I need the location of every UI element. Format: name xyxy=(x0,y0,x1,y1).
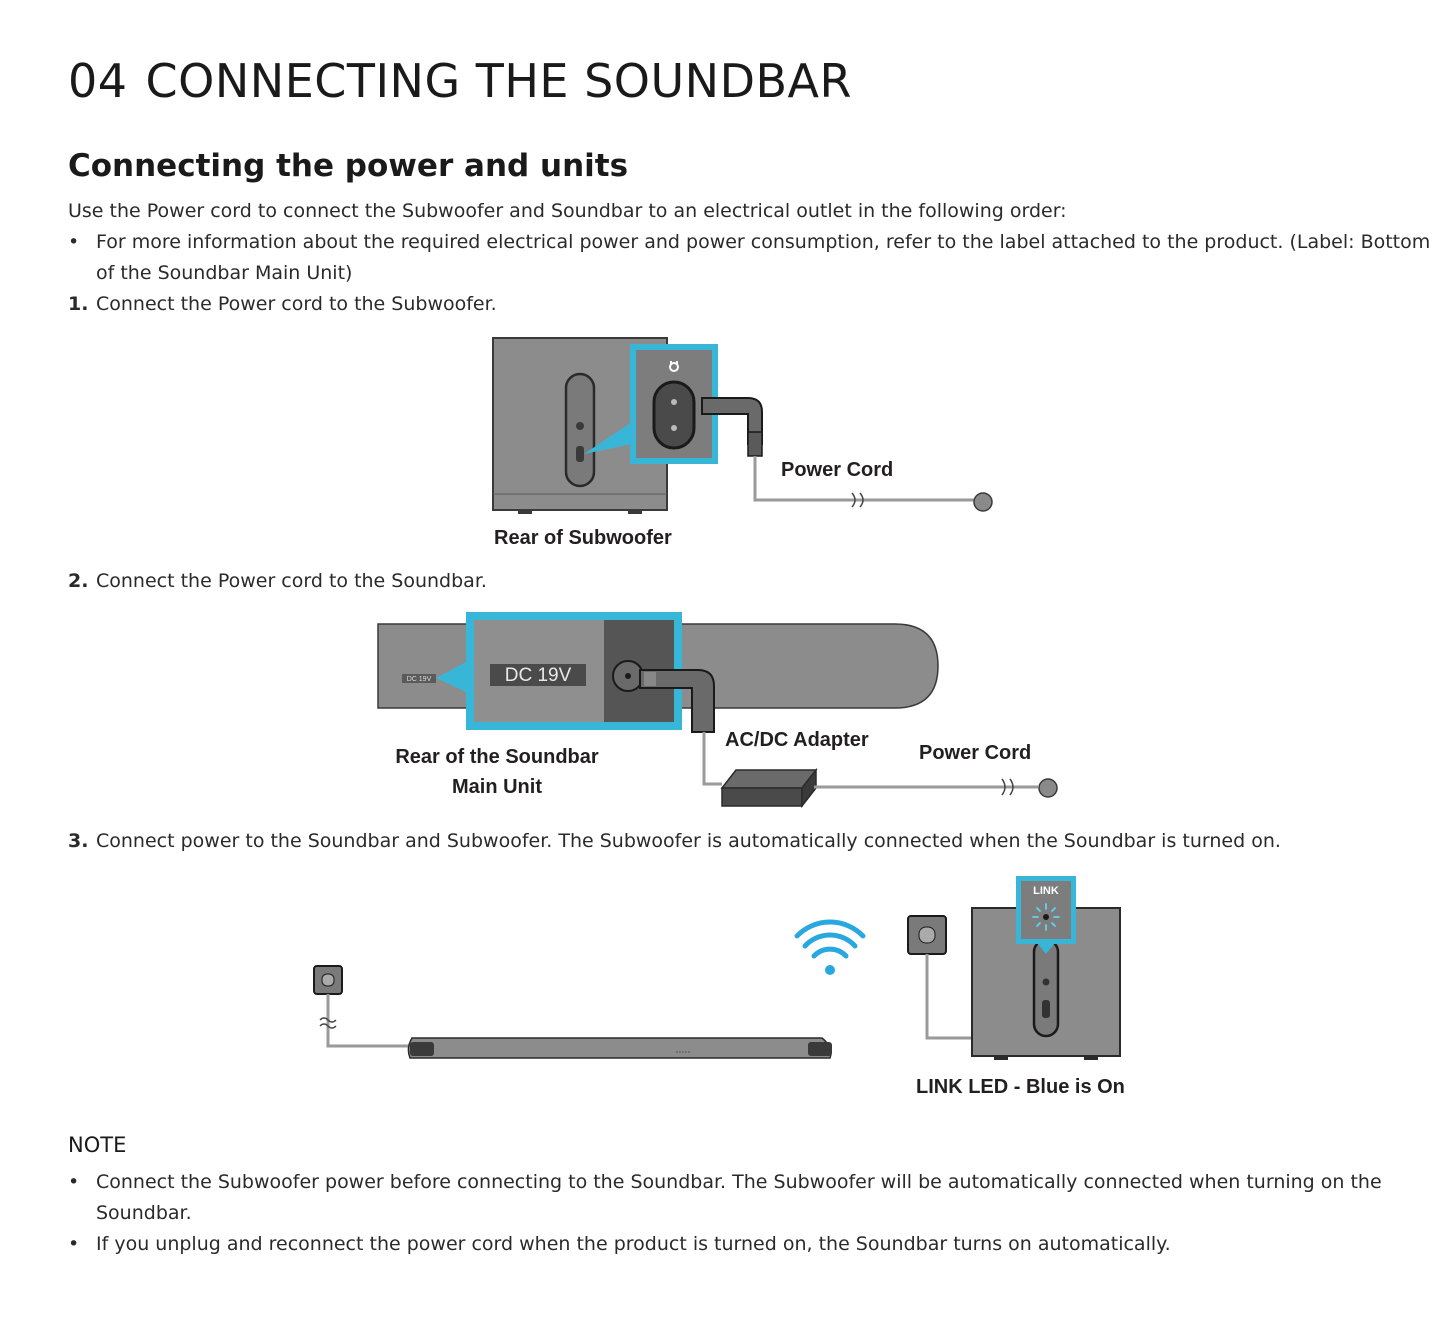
note-bullet-1-line2: Soundbar. xyxy=(96,1202,192,1224)
power-cord-label-2: Power Cord xyxy=(919,742,1032,764)
note-bullet-1-line1: Connect the Subwoofer power before conne… xyxy=(96,1171,1382,1193)
step-1-number: 1. xyxy=(68,293,89,315)
rear-of-soundbar-caption-2: Main Unit xyxy=(452,776,542,798)
note-bullet-dot-1: • xyxy=(68,1171,80,1193)
soundbar-illustration: DC 19V DC 19V xyxy=(377,612,1058,809)
link-illustration: LINK xyxy=(313,876,1121,1060)
bullet-dot: • xyxy=(68,231,80,253)
ac-dc-adapter-label: AC/DC Adapter xyxy=(725,729,869,751)
wifi-icon xyxy=(794,919,866,975)
subwoofer-power-diagram: Power Cord Rear of Subwoofer xyxy=(480,332,1020,557)
power-cord-label: Power Cord xyxy=(781,459,894,481)
section-title: Connecting the power and units xyxy=(68,148,629,184)
note-heading: NOTE xyxy=(68,1133,127,1157)
step-2-text: Connect the Power cord to the Soundbar. xyxy=(96,570,487,592)
dc-label-small: DC 19V xyxy=(407,676,432,683)
step-2-number: 2. xyxy=(68,570,89,592)
page-title: 04 CONNECTING THE SOUNDBAR xyxy=(68,54,852,108)
intro-text: Use the Power cord to connect the Subwoo… xyxy=(68,200,1067,222)
section-number: 04 xyxy=(68,54,128,108)
rear-of-subwoofer-caption: Rear of Subwoofer xyxy=(494,527,672,549)
page-title-text: CONNECTING THE SOUNDBAR xyxy=(145,54,852,108)
info-bullet-line1: For more information about the required … xyxy=(96,231,1431,253)
link-label: LINK xyxy=(1033,885,1059,897)
subwoofer-illustration xyxy=(492,337,993,514)
step-3-number: 3. xyxy=(68,830,89,852)
note-bullet-2: If you unplug and reconnect the power co… xyxy=(96,1233,1171,1255)
step-1-text: Connect the Power cord to the Subwoofer. xyxy=(96,293,497,315)
wireless-link-diagram: LINK LINK LED - Blue is On xyxy=(300,870,1140,1105)
step-3-text: Connect power to the Soundbar and Subwoo… xyxy=(96,830,1281,852)
link-led-caption: LINK LED - Blue is On xyxy=(916,1076,1125,1098)
rear-of-soundbar-caption-1: Rear of the Soundbar xyxy=(395,746,599,768)
soundbar-power-diagram: DC 19V DC 19V AC/DC Adapter Power Cord R… xyxy=(370,608,1070,809)
dc-label-large: DC 19V xyxy=(505,665,572,686)
info-bullet-line2: of the Soundbar Main Unit) xyxy=(96,262,353,284)
note-bullet-dot-2: • xyxy=(68,1233,80,1255)
